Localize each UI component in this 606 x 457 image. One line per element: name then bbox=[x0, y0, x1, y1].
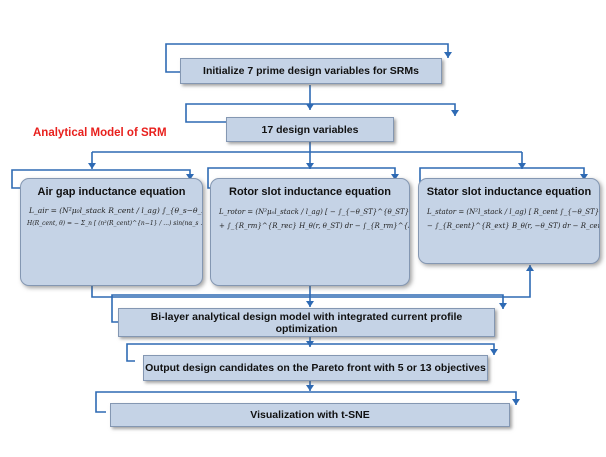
stator-slot-card: Stator slot inductance equation L_stator… bbox=[418, 178, 600, 264]
air-gap-card: Air gap inductance equation L_air = (N²μ… bbox=[20, 178, 203, 286]
stator-slot-equation-1: L_stator = (N²l_stack / l_ag) [ R_cent ∫… bbox=[427, 208, 600, 216]
air-gap-field-equation: H(R_cent, θ) = − Σ_n [ (n²(R_cent)^{n−1}… bbox=[27, 220, 203, 227]
air-gap-title: Air gap inductance equation bbox=[37, 186, 186, 198]
output-candidates-box: Output design candidates on the Pareto f… bbox=[143, 355, 488, 381]
stator-slot-title: Stator slot inductance equation bbox=[426, 186, 592, 198]
bilayer-model-label: Bi-layer analytical design model with in… bbox=[150, 310, 463, 335]
air-gap-equation: L_air = (N²μ₀l_stack R_cent / l_ag) ∫_{θ… bbox=[29, 206, 203, 215]
design-vars-label: 17 design variables bbox=[261, 123, 359, 136]
stator-slot-equations: L_stator = (N²l_stack / l_ag) [ R_cent ∫… bbox=[419, 198, 599, 230]
visualization-box: Visualization with t-SNE bbox=[110, 403, 510, 427]
output-candidates-label: Output design candidates on the Pareto f… bbox=[145, 362, 486, 374]
design-vars-box: 17 design variables bbox=[226, 117, 394, 142]
rotor-slot-card: Rotor slot inductance equation L_rotor =… bbox=[210, 178, 410, 286]
init-step-box: Initialize 7 prime design variables for … bbox=[180, 58, 442, 84]
rotor-slot-title: Rotor slot inductance equation bbox=[229, 186, 391, 198]
visualization-label: Visualization with t-SNE bbox=[250, 409, 370, 421]
bilayer-model-box: Bi-layer analytical design model with in… bbox=[118, 308, 495, 337]
init-step-label: Initialize 7 prime design variables for … bbox=[203, 65, 419, 77]
section-label: Analytical Model of SRM bbox=[33, 127, 167, 139]
rotor-slot-equation-2: + ∫_{R_rm}^{R_rec} H_θ(r, θ_ST) dr − ∫_{… bbox=[219, 222, 409, 230]
stator-slot-equation-2: − ∫_{R_cent}^{R_ext} B_θ(r, −θ_ST) dr − … bbox=[427, 222, 599, 230]
rotor-slot-equation-1: L_rotor = (N²μ₀l_stack / l_ag) [ − ∫_{−θ… bbox=[219, 208, 410, 216]
rotor-slot-equations: L_rotor = (N²μ₀l_stack / l_ag) [ − ∫_{−θ… bbox=[211, 198, 409, 230]
